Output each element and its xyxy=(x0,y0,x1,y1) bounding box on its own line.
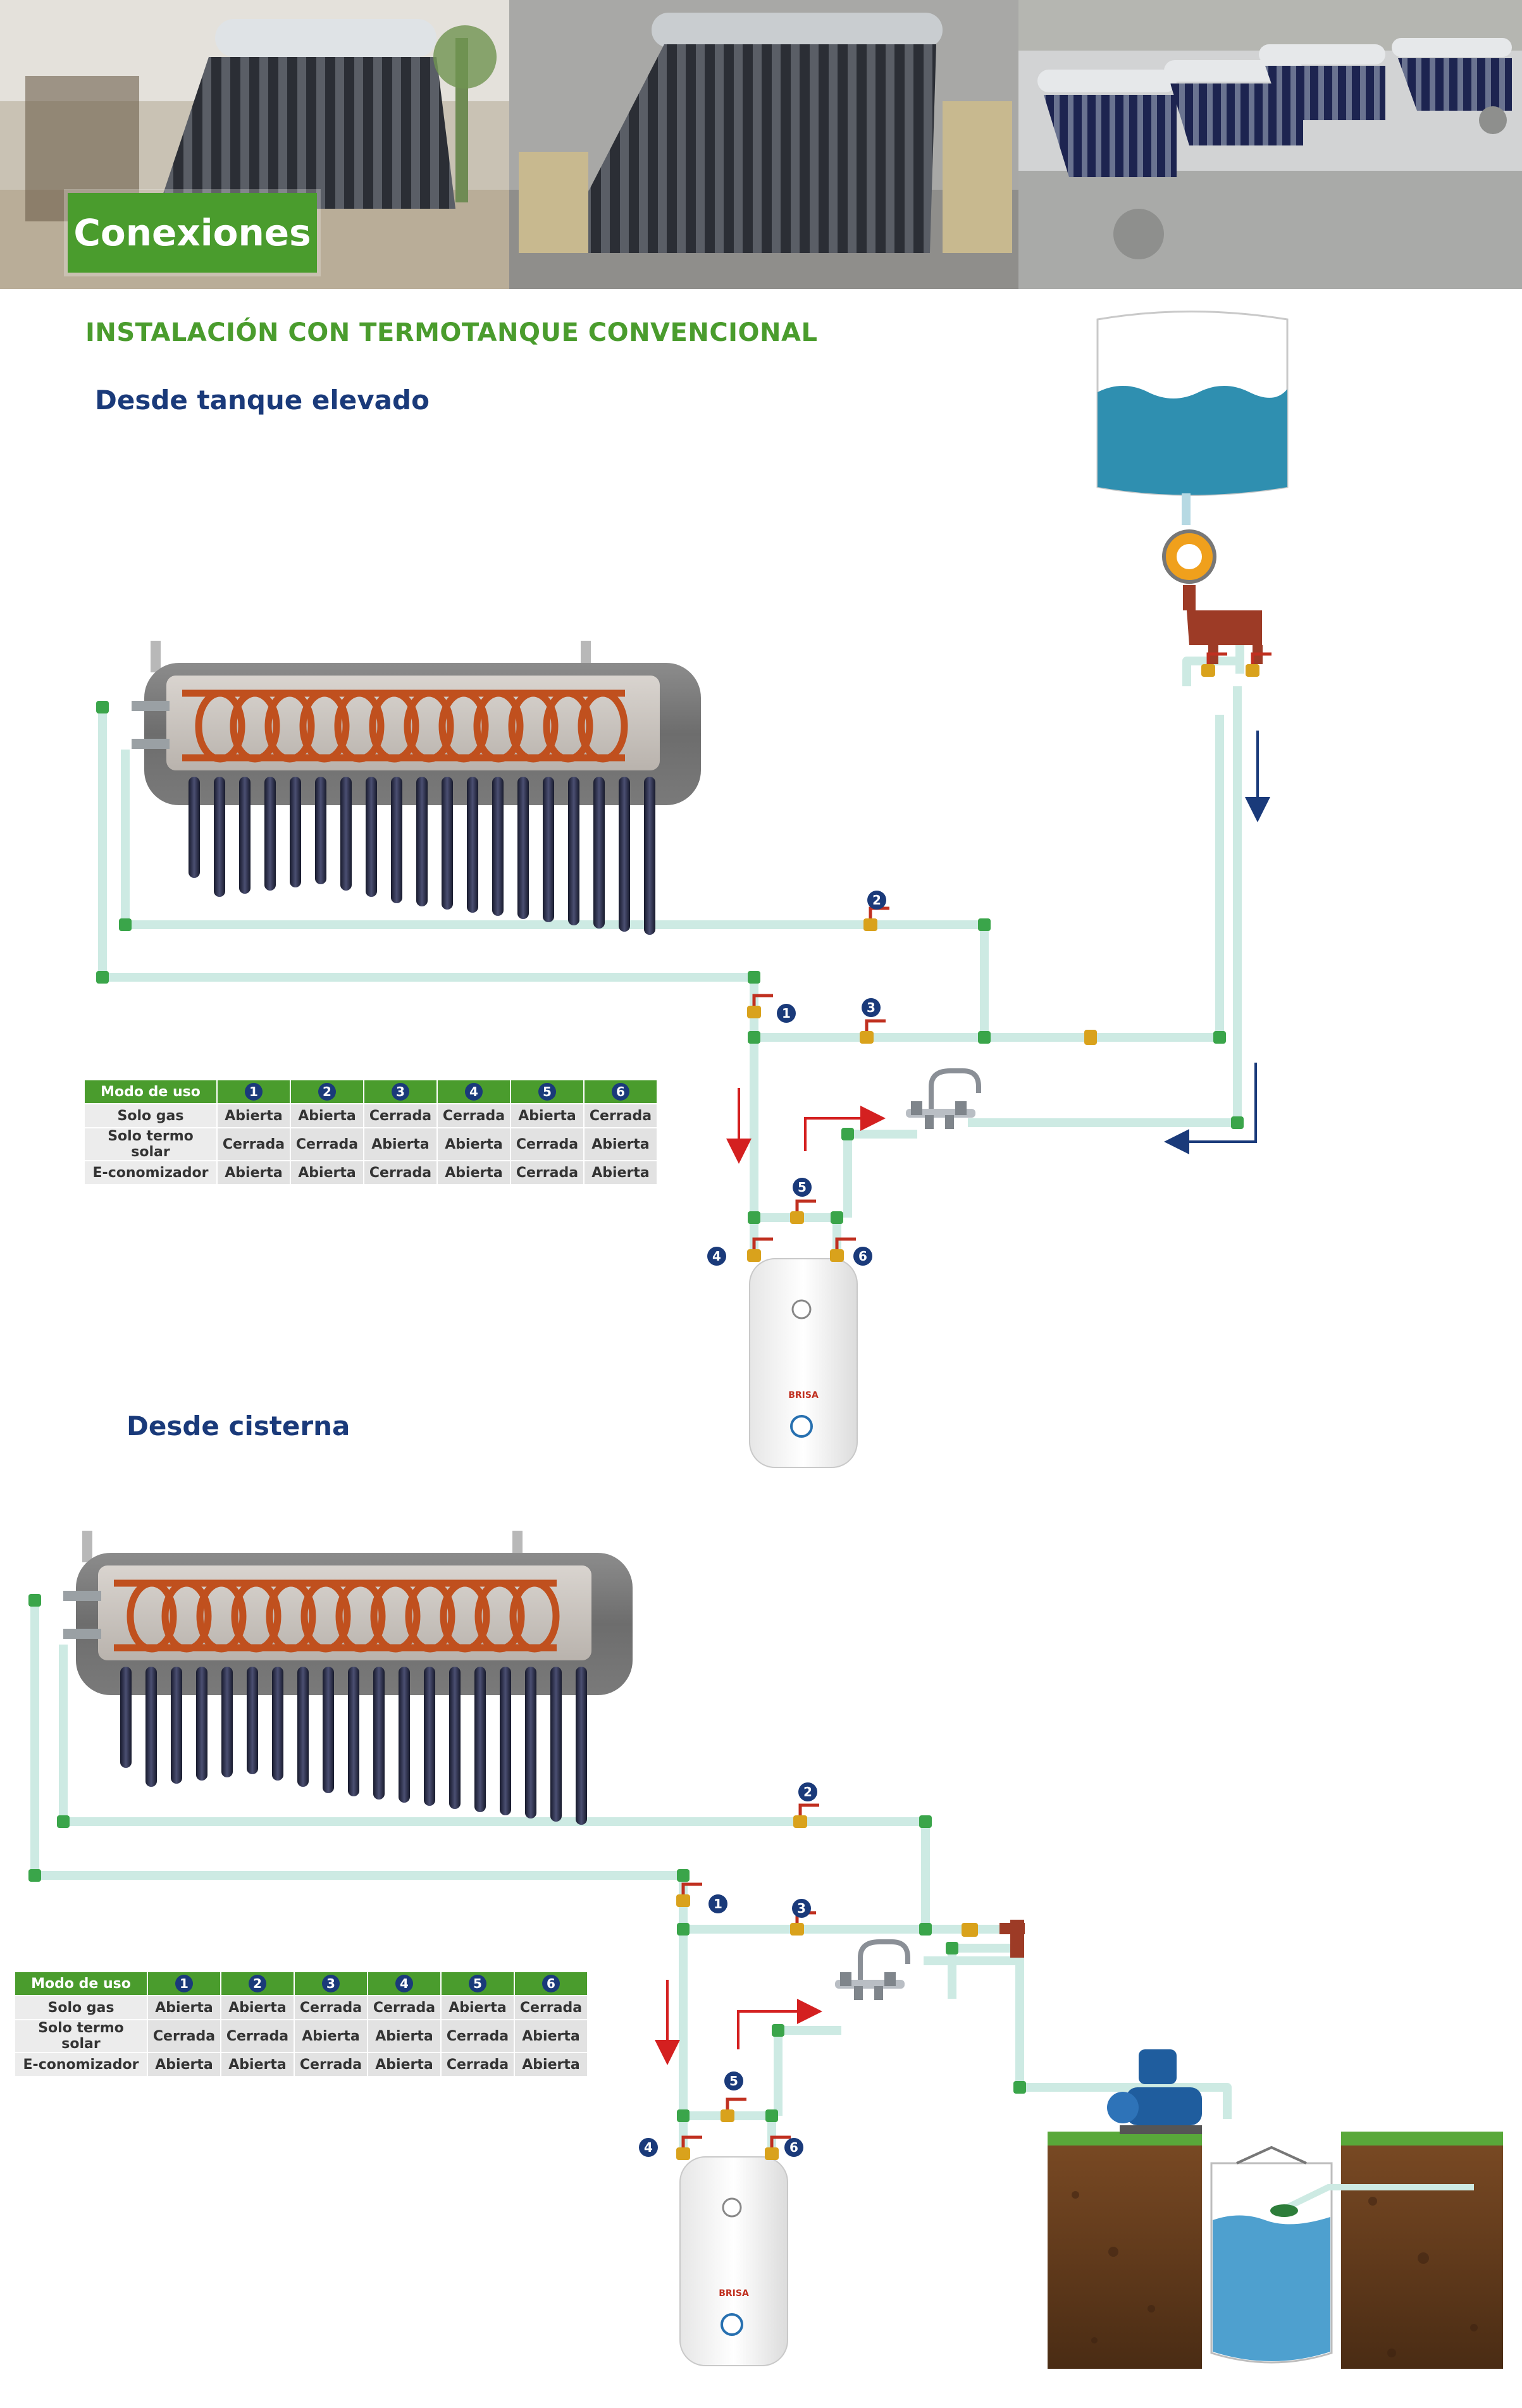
svg-text:1: 1 xyxy=(782,1006,791,1021)
svg-text:3: 3 xyxy=(867,1000,875,1015)
electric-water-heater-1: BRISA xyxy=(748,1257,858,1469)
svg-text:1: 1 xyxy=(714,1896,722,1911)
table-header-valve-3: 3 xyxy=(294,1971,368,1996)
main-title: INSTALACIÓN CON TERMOTANQUE CONVENCIONAL xyxy=(85,318,818,347)
faucet-2 xyxy=(835,1942,908,2000)
banner-photos xyxy=(0,0,1522,289)
banner-photo-rooftop xyxy=(1018,0,1522,289)
svg-text:6: 6 xyxy=(789,2140,798,2155)
svg-text:4: 4 xyxy=(644,2140,653,2155)
banner-photo-indoor xyxy=(0,0,509,289)
svg-text:6: 6 xyxy=(858,1249,867,1264)
valve-number-badges-2: 1 2 3 4 5 6 xyxy=(639,1782,817,2157)
electric-water-heater-2: BRISA xyxy=(679,2156,789,2367)
table-header-valve-3: 3 xyxy=(363,1079,438,1104)
table-header-valve-4: 4 xyxy=(436,1079,511,1104)
flow-arrows-2 xyxy=(655,1980,822,2065)
svg-text:2: 2 xyxy=(872,892,881,908)
diagram-elevated-tank: BRISA 1 2 3 4 5 6 xyxy=(96,311,1289,1469)
faucet-1 xyxy=(906,1071,979,1129)
elevated-water-tank xyxy=(1096,311,1289,664)
table-header-valve-4: 4 xyxy=(367,1971,442,1996)
heater-brand-label: BRISA xyxy=(788,1390,819,1400)
table-header-valve-5: 5 xyxy=(510,1079,585,1104)
solar-heater-2 xyxy=(63,1531,633,1825)
table-header-valve-6: 6 xyxy=(514,1971,588,1996)
table-header-valve-2: 2 xyxy=(290,1079,364,1104)
heater-brand-label: BRISA xyxy=(719,2288,749,2299)
header-banner: Conexiones xyxy=(0,0,1522,289)
section-title-cistern: Desde cisterna xyxy=(127,1411,350,1442)
section-badge: Conexiones xyxy=(68,193,317,273)
table-header-valve-6: 6 xyxy=(583,1079,658,1104)
table-header-valve-1: 1 xyxy=(216,1079,291,1104)
table-header-mode: Modo de uso xyxy=(84,1079,218,1104)
svg-text:2: 2 xyxy=(803,1784,812,1800)
usage-mode-table-2: Modo de uso 1 2 3 4 5 6 Solo gas Abierta… xyxy=(14,1971,588,2077)
table-header-valve-1: 1 xyxy=(147,1971,221,1996)
cistern-underground xyxy=(1048,2128,1503,2372)
svg-text:5: 5 xyxy=(798,1180,807,1195)
banner-photo-warehouse xyxy=(509,0,1018,289)
diagram-cistern: BRISA 1 2 3 4 5 6 xyxy=(28,1531,1503,2372)
table-header-valve-5: 5 xyxy=(440,1971,515,1996)
svg-text:4: 4 xyxy=(712,1249,721,1264)
valve-number-badges-1: 1 2 3 4 5 6 xyxy=(707,891,886,1266)
solar-heater-1 xyxy=(132,641,701,935)
svg-text:3: 3 xyxy=(797,1901,806,1916)
section-title-elevated-tank: Desde tanque elevado xyxy=(95,385,430,416)
water-pump xyxy=(1107,2049,1202,2134)
flow-arrows-1 xyxy=(726,731,1270,1164)
table-header-valve-2: 2 xyxy=(220,1971,295,1996)
table-header-mode: Modo de uso xyxy=(14,1971,148,1996)
usage-mode-table-1: Modo de uso 1 2 3 4 5 6 Solo gas Abierta… xyxy=(84,1079,658,1185)
svg-text:5: 5 xyxy=(729,2073,738,2089)
